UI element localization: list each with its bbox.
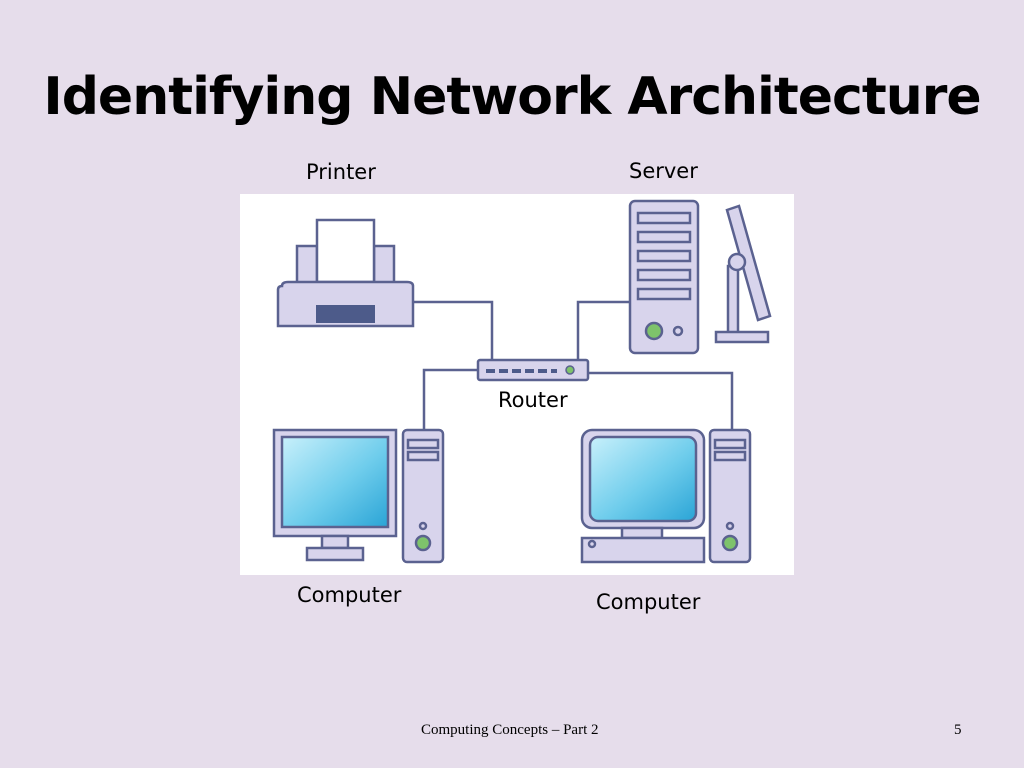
router-icon xyxy=(476,358,590,382)
computer-right-label: Computer xyxy=(596,590,701,614)
cable-router-computer-right xyxy=(588,371,734,431)
slide-title: Identifying Network Architecture xyxy=(43,67,981,127)
footer-text: Computing Concepts – Part 2 xyxy=(421,722,599,738)
network-diagram-svg: Router xyxy=(272,199,772,564)
computer-left-icon xyxy=(272,428,445,564)
network-diagram: Router xyxy=(240,194,794,575)
server-label: Server xyxy=(629,159,698,183)
page-number: 5 xyxy=(954,722,962,738)
network-cables xyxy=(412,300,734,431)
cable-router-computer-left xyxy=(422,368,478,431)
server-monitor-icon xyxy=(714,204,772,344)
cable-printer-router xyxy=(412,300,494,361)
computer-right-icon xyxy=(580,428,752,564)
server-icon xyxy=(628,199,700,355)
computer-left-label: Computer xyxy=(297,583,402,607)
cable-server-router xyxy=(576,300,633,361)
router-label: Router xyxy=(498,388,568,412)
printer-label: Printer xyxy=(306,160,376,184)
printer-icon xyxy=(276,218,415,328)
